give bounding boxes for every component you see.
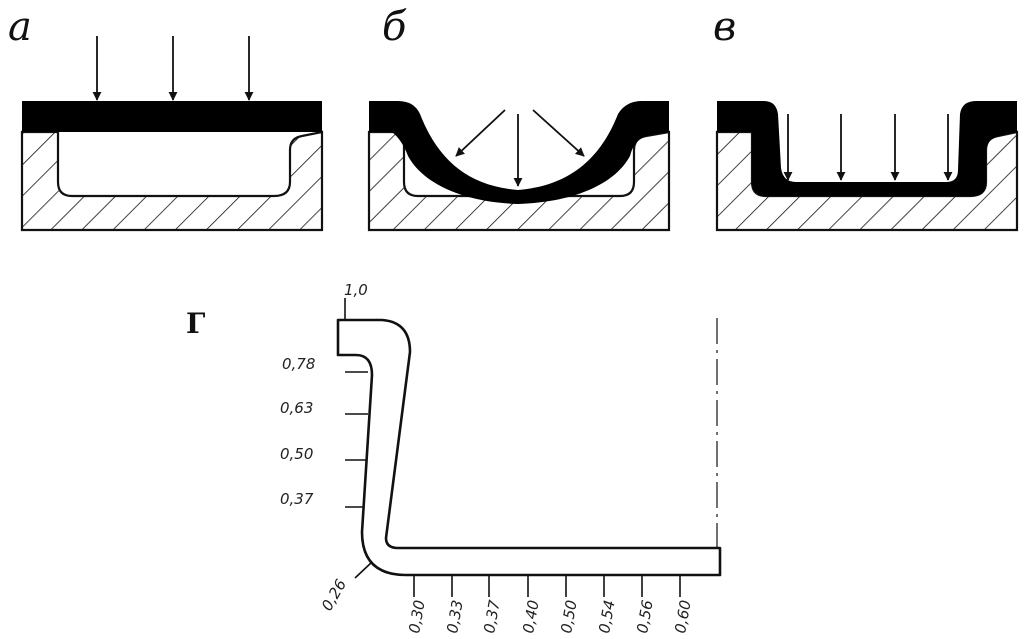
panel-label-v: в: [713, 4, 736, 50]
wall-tick-mark: [354, 561, 373, 579]
pressure-arrow: [532, 109, 585, 157]
wall-tick-label: 0,37: [280, 490, 314, 508]
wall-tick-label: 0,26: [318, 576, 350, 614]
bottom-tick-label: 0,40: [519, 599, 543, 635]
wall-tick-label: 1,0: [344, 281, 368, 299]
blank-bulged-b: [369, 101, 669, 204]
bottom-tick-label: 0,30: [405, 599, 429, 635]
bottom-tick-label: 0,50: [557, 599, 581, 635]
panel-label-a: а: [8, 4, 32, 50]
blank-sheet-a: [22, 101, 322, 132]
bottom-tick-label: 0,54: [595, 599, 619, 635]
panel-a: а: [8, 4, 324, 232]
wall-tick-label: 0,78: [282, 355, 315, 373]
blank-formed-v: [717, 101, 1017, 196]
bottom-tick-label: 0,60: [671, 599, 695, 635]
bottom-tick-label: 0,56: [633, 599, 657, 635]
panel-b: б: [367, 4, 671, 232]
part-profile-outline: [336, 318, 722, 577]
panel-label-g: Г: [186, 307, 205, 340]
bottom-tick-label: 0,37: [480, 598, 504, 634]
bottom-tick-label: 0,33: [443, 599, 467, 635]
panel-label-b: б: [382, 4, 407, 50]
wall-tick-label: 0,50: [280, 445, 313, 463]
die-a: [20, 130, 324, 232]
pressure-arrow: [455, 109, 506, 157]
panel-v: в: [713, 4, 1019, 232]
panel-g-thickness-profile: Г 1,0 0,78 0,63 0,50 0,37 0,26 0,30 0,33…: [186, 281, 722, 635]
wall-tick-label: 0,63: [280, 399, 313, 417]
